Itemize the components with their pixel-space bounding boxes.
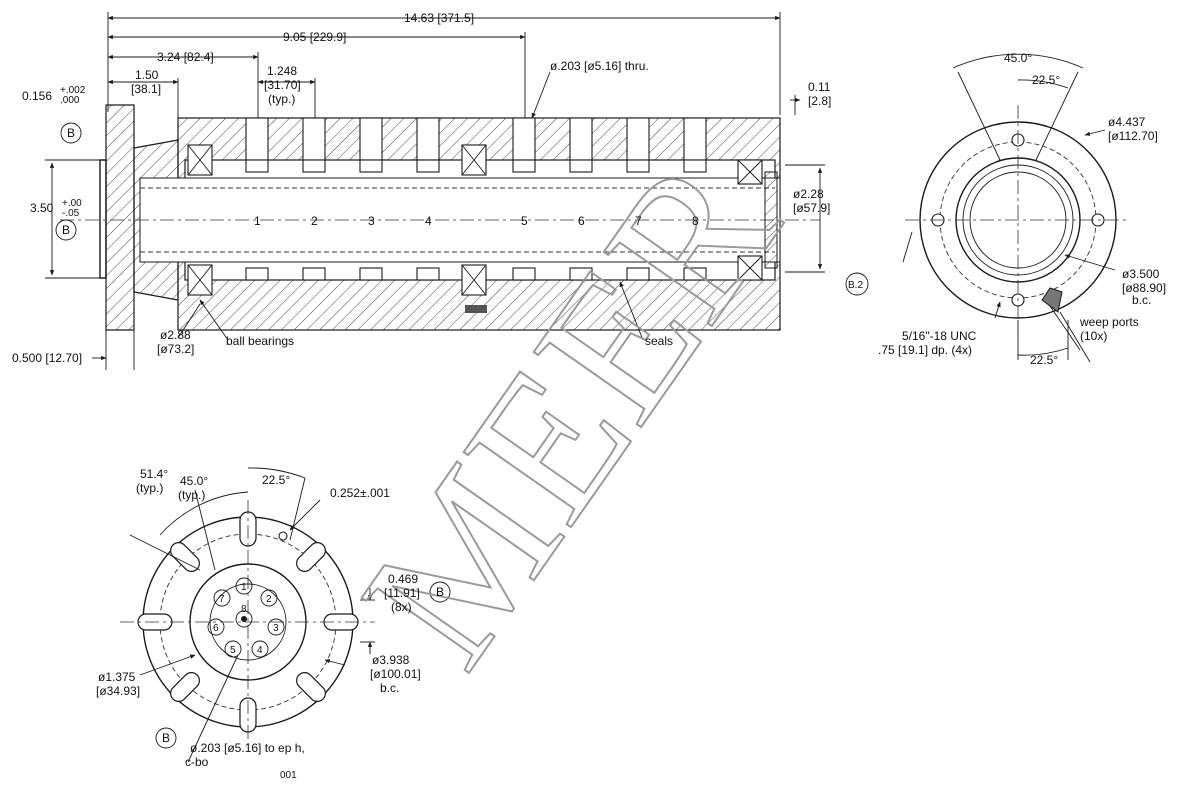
angle-514-typ-label: (typ.) xyxy=(136,481,163,495)
angle-450-label: 45.0° xyxy=(1004,51,1032,65)
pitch-label: 1.248 xyxy=(267,64,297,78)
pitch-typ-label: (typ.) xyxy=(268,92,295,106)
port-8: 8 xyxy=(241,604,247,615)
channel-6: 6 xyxy=(578,214,585,228)
seals-label: seals xyxy=(645,334,673,348)
bc-3938-bc-label: b.c. xyxy=(380,681,399,695)
length-324-label: 3.24 [82.4] xyxy=(157,50,214,64)
bc-3938-label: ø3.938 xyxy=(372,653,410,667)
end-011-mm-label: [2.8] xyxy=(808,94,831,108)
dia-1375-mm-label: [ø34.93] xyxy=(96,684,140,698)
radial-ports xyxy=(245,117,707,161)
bc-3500-label: ø3.500 xyxy=(1122,267,1160,281)
flange-view-labels: 51.4° (typ.) 45.0° (typ.) 22.5° 0.252±.0… xyxy=(96,467,444,781)
bc-3500-mm-label: [ø88.90] xyxy=(1122,281,1166,295)
ball-bearings-label: ball bearings xyxy=(226,334,294,348)
channel-1: 1 xyxy=(254,214,261,228)
slot-count-label: (8x) xyxy=(391,600,412,614)
hole-0252-label: 0.252±.001 xyxy=(330,486,390,500)
port-1: 1 xyxy=(241,582,247,593)
flange-thickness-label: 0.156 xyxy=(22,89,52,103)
hole-0203-cbo-label: c-bo xyxy=(185,755,209,769)
dia-288-mm-label: [ø73.2] xyxy=(157,342,194,356)
port-7: 7 xyxy=(219,594,225,605)
length-150-label: 1.50 xyxy=(135,68,159,82)
angle-450-b-label: 45.0° xyxy=(180,474,208,488)
channel-5: 5 xyxy=(521,214,528,228)
angle-514-label: 51.4° xyxy=(140,467,168,481)
port-circles xyxy=(207,577,285,658)
length-150-mm-label: [38.1] xyxy=(131,82,161,96)
bc-3500-bc-label: b.c. xyxy=(1132,293,1151,307)
weep-ports-label: weep ports xyxy=(1079,315,1139,329)
datum-b-bottom: B xyxy=(162,731,170,745)
port-2: 2 xyxy=(266,594,272,605)
dia-4437-label: ø4.437 xyxy=(1108,115,1146,129)
channel-numbers: 1 2 3 4 5 6 7 8 xyxy=(254,214,699,228)
pilot-tol-top: +.00 xyxy=(62,198,82,209)
end-011-label: 0.11 xyxy=(808,80,831,94)
dia-288-label: ø2.88 xyxy=(160,328,191,342)
dia-228-mm-label: [ø57.9] xyxy=(793,201,830,215)
datum-b-mid: B xyxy=(62,223,70,237)
side-section-view xyxy=(45,12,825,370)
pilot-dia-label: 3.50 xyxy=(30,201,54,215)
flange xyxy=(105,104,135,331)
datum-b-flange: B xyxy=(436,585,444,599)
slot-0469-label: 0.469 xyxy=(388,572,418,586)
weep-ports-count-label: (10x) xyxy=(1080,329,1107,343)
channel-3: 3 xyxy=(368,214,375,228)
channel-4: 4 xyxy=(425,214,432,228)
port-4: 4 xyxy=(257,645,263,656)
port-3: 3 xyxy=(273,623,279,634)
dia-1375-label: ø1.375 xyxy=(98,670,136,684)
dia-228-label: ø2.28 xyxy=(793,187,824,201)
channel-2: 2 xyxy=(311,214,318,228)
end-view-labels: 45.0° 22.5° ø4.437 [ø112.70] ø3.500 [ø88… xyxy=(848,51,1166,367)
channel-7: 7 xyxy=(635,214,642,228)
datum-b-top: B xyxy=(67,126,75,140)
angle-225-bottom-label: 22.5° xyxy=(1030,353,1058,367)
slot-0469-mm-label: [11.91] xyxy=(384,586,420,600)
port-5: 5 xyxy=(230,645,236,656)
port-6: 6 xyxy=(213,623,219,634)
hole-0203-label: ø.203 [ø5.16] to ep h, xyxy=(190,741,305,755)
flange-face-view xyxy=(120,467,451,763)
dimension-labels: 14.63 [371.5] 9.05 [229.9] 3.24 [82.4] 1… xyxy=(12,11,831,365)
end-view xyxy=(845,53,1130,363)
bc-3938-mm-label: [ø100.01] xyxy=(370,667,421,681)
unc-depth-label: .75 [19.1] dp. (4x) xyxy=(878,343,972,357)
seal-grooves xyxy=(245,159,707,281)
pilot-tol-bottom: -.05 xyxy=(62,208,80,219)
angle-225-b-label: 22.5° xyxy=(262,473,290,487)
dia-4437-mm-label: [ø112.70] xyxy=(1108,129,1158,143)
pitch-mm-label: [31.70] xyxy=(264,78,301,92)
angle-450-b-typ-label: (typ.) xyxy=(178,488,205,502)
port-numbers: 1 2 3 4 5 6 7 8 xyxy=(213,582,279,656)
channel-8: 8 xyxy=(692,214,699,228)
sheet-ref-label: 001 xyxy=(280,770,297,781)
datum-b2-label: B.2 xyxy=(848,280,863,291)
angle-225-top-label: 22.5° xyxy=(1032,73,1060,87)
thru-hole-label: ø.203 [ø5.16] thru. xyxy=(550,59,649,73)
flange-tol-top: +.002 xyxy=(60,85,86,96)
overall-length-label: 14.63 [371.5] xyxy=(404,11,474,25)
ball-bearings xyxy=(187,144,763,296)
length-905-label: 9.05 [229.9] xyxy=(283,30,346,44)
unc-label: 5/16"-18 UNC xyxy=(902,329,977,343)
flange-tol-bottom: .000 xyxy=(60,95,80,106)
flange-0500-label: 0.500 [12.70] xyxy=(12,351,82,365)
